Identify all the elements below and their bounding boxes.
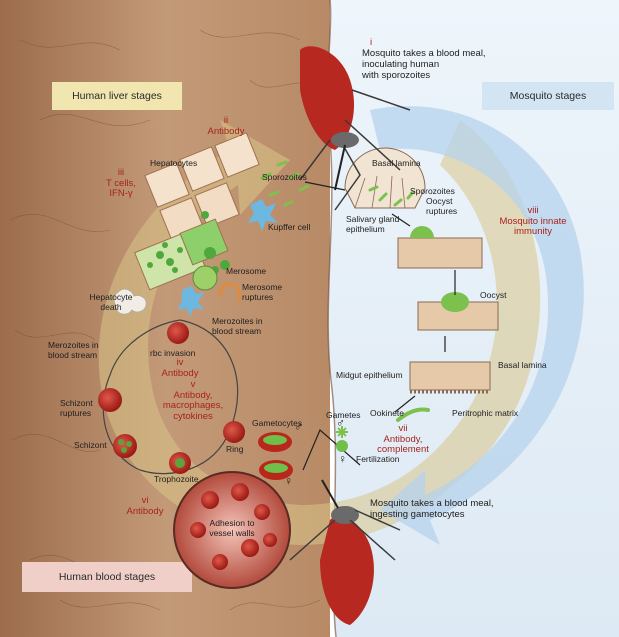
annotation-v-line2: macrophages, bbox=[153, 401, 233, 412]
ring-cell bbox=[223, 421, 245, 443]
annotation-ii-num: ii bbox=[196, 116, 256, 127]
annotation-i-line3: with sporozoites bbox=[362, 70, 486, 81]
label-rbc-invasion: rbc invasion bbox=[150, 348, 195, 358]
label-merozoites-left: Merozoites in blood stream bbox=[48, 340, 99, 360]
label-schizont-ruptures-line2: ruptures bbox=[60, 408, 93, 418]
label-schizont-ruptures-line1: Schizont bbox=[60, 398, 93, 408]
annotation-v-line3: cytokines bbox=[153, 412, 233, 423]
annotation-i-text: Mosquito takes a blood meal, inoculating… bbox=[362, 48, 486, 81]
label-merozoites-right-line2: blood stream bbox=[212, 326, 263, 336]
annotation-ii: ii Antibody bbox=[196, 116, 256, 137]
annotation-v: v Antibody, macrophages, cytokines bbox=[153, 380, 233, 422]
annotation-iv: iv Antibody bbox=[150, 358, 210, 379]
label-kupffer: Kupffer cell bbox=[268, 222, 310, 232]
label-hepatocyte-death-line2: death bbox=[86, 302, 136, 312]
label-oocyst-ruptures-line1: Oocyst bbox=[426, 196, 457, 206]
label-merosome-ruptures-line1: Merosome bbox=[242, 282, 282, 292]
annotation-vi: vi Antibody bbox=[120, 496, 170, 517]
label-salivary-line2: epithelium bbox=[346, 224, 399, 234]
label-trophozoite: Trophozoite bbox=[154, 474, 199, 484]
rbc-invasion-cell bbox=[167, 322, 189, 344]
label-merosome: Merosome bbox=[226, 266, 266, 276]
annotation-ii-text: Antibody bbox=[196, 127, 256, 138]
label-fertilization: Fertilization bbox=[356, 454, 399, 464]
label-oocyst-ruptures-line2: ruptures bbox=[426, 206, 457, 216]
label-sporozoites-left: Sporozoites bbox=[262, 172, 307, 182]
annotation-vi-text: Antibody bbox=[120, 507, 170, 518]
annotation-viii-line2: immunity bbox=[488, 227, 578, 238]
label-adhesion-line2: vessel walls bbox=[204, 528, 260, 538]
male-symbol: ♂ bbox=[336, 418, 345, 428]
blood-stages-box: Human blood stages bbox=[22, 562, 192, 592]
annotation-i-num: i bbox=[370, 38, 372, 49]
label-oocyst-ruptures: Oocyst ruptures bbox=[426, 196, 457, 216]
label-hepatocyte-death-line1: Hepatocyte bbox=[86, 292, 136, 302]
annotation-vi-num: vi bbox=[120, 496, 170, 507]
annotation-viii-num: viii bbox=[488, 206, 578, 217]
annotation-iv-text: Antibody bbox=[150, 369, 210, 380]
annotation-v-num: v bbox=[153, 380, 233, 391]
annotation-i-line2: inoculating human bbox=[362, 59, 486, 70]
gametocyte-male-symbol: ♂ bbox=[294, 422, 303, 432]
annotation-bottom-line2: ingesting gametocytes bbox=[370, 509, 494, 520]
midgut-upper bbox=[398, 238, 482, 268]
label-ring: Ring bbox=[226, 444, 243, 454]
female-symbol: ♀ bbox=[338, 454, 347, 464]
annotation-bottom-mosquito: Mosquito takes a blood meal, ingesting g… bbox=[370, 498, 494, 520]
annotation-i-line1: Mosquito takes a blood meal, bbox=[362, 48, 486, 59]
annotation-iii: iii T cells, IFN-γ bbox=[96, 168, 146, 200]
label-merozoites-right: Merozoites in blood stream bbox=[212, 316, 263, 336]
annotation-iii-num: iii bbox=[96, 168, 146, 179]
annotation-bottom-line1: Mosquito takes a blood meal, bbox=[370, 498, 494, 509]
annotation-viii: viii Mosquito innate immunity bbox=[488, 206, 578, 238]
annotation-vii-num: vii bbox=[368, 424, 438, 435]
label-merosome-ruptures-line2: ruptures bbox=[242, 292, 282, 302]
annotation-iii-line2: IFN-γ bbox=[96, 189, 146, 200]
label-oocyst: Oocyst bbox=[480, 290, 506, 300]
label-midgut: Midgut epithelium bbox=[336, 370, 403, 380]
label-adhesion-line1: Adhesion to bbox=[204, 518, 260, 528]
label-hepatocyte-death: Hepatocyte death bbox=[86, 292, 136, 312]
label-ookinete: Ookinete bbox=[370, 408, 404, 418]
liver-stages-box: Human liver stages bbox=[52, 82, 182, 110]
label-schizont: Schizont bbox=[74, 440, 107, 450]
schizont-rupture-cell bbox=[98, 388, 122, 412]
label-hepatocytes: Hepatocytes bbox=[150, 158, 197, 168]
label-merozoites-right-line1: Merozoites in bbox=[212, 316, 263, 326]
annotation-i: i bbox=[370, 38, 372, 49]
gametocyte-female-symbol: ♀ bbox=[284, 476, 293, 486]
label-merozoites-left-line1: Merozoites in bbox=[48, 340, 99, 350]
label-basal-lamina-mid: Basal lamina bbox=[498, 360, 547, 370]
schizont-cell bbox=[113, 434, 137, 458]
label-peritrophic: Peritrophic matrix bbox=[452, 408, 518, 418]
label-merosome-ruptures: Merosome ruptures bbox=[242, 282, 282, 302]
label-basal-lamina-top: Basal lamina bbox=[372, 158, 421, 168]
midgut-lower bbox=[410, 362, 490, 390]
label-salivary-gland: Salivary gland epithelium bbox=[346, 214, 399, 234]
label-salivary-line1: Salivary gland bbox=[346, 214, 399, 224]
label-merozoites-left-line2: blood stream bbox=[48, 350, 99, 360]
label-adhesion: Adhesion to vessel walls bbox=[204, 518, 260, 538]
annotation-iv-num: iv bbox=[150, 358, 210, 369]
label-sporozoites-right: Sporozoites bbox=[410, 186, 455, 196]
mosquito-stages-box: Mosquito stages bbox=[482, 82, 614, 110]
annotation-vii: vii Antibody, complement bbox=[368, 424, 438, 456]
merosome bbox=[193, 266, 217, 290]
label-schizont-ruptures: Schizont ruptures bbox=[60, 398, 93, 418]
